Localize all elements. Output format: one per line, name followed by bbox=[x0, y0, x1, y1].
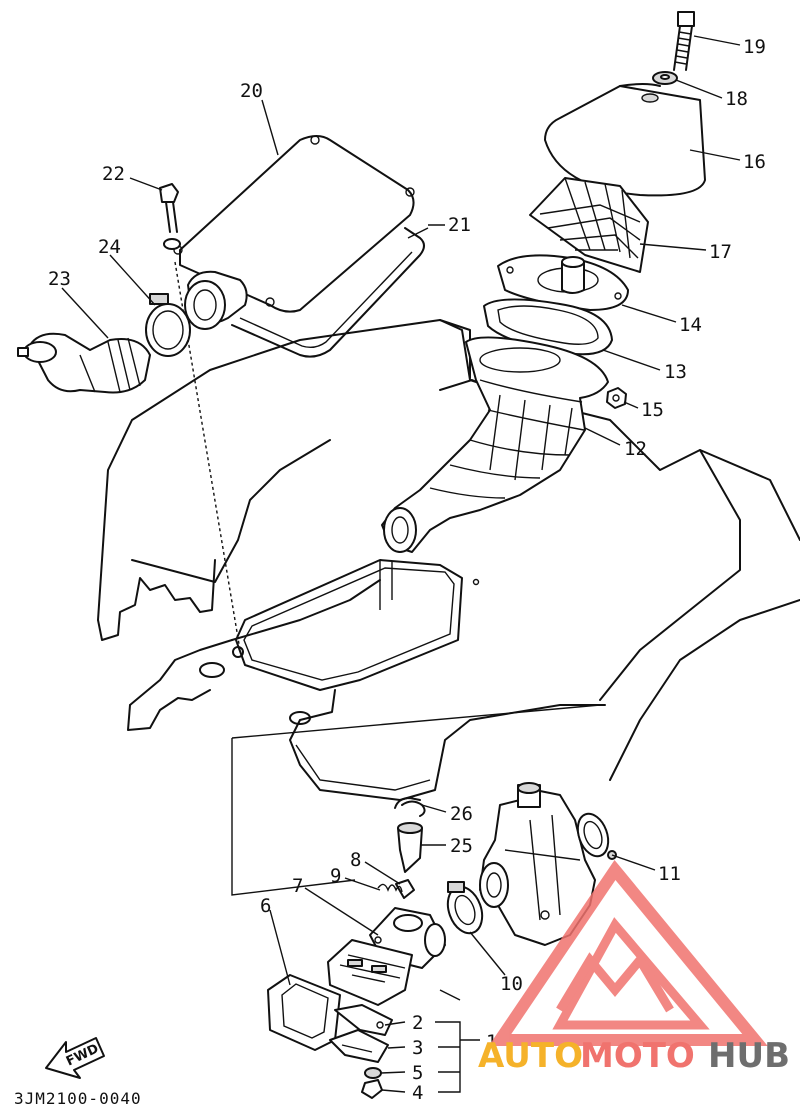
part-25-cap bbox=[397, 822, 423, 873]
callout-15: 15 bbox=[641, 399, 664, 421]
callout-22: 22 bbox=[102, 163, 125, 185]
callout-5: 5 bbox=[412, 1062, 423, 1084]
callout-3: 3 bbox=[412, 1037, 423, 1059]
callout-21: 21 bbox=[448, 214, 471, 236]
watermark-logo bbox=[488, 859, 768, 1046]
drawing-code: 3JM2100-0040 bbox=[14, 1089, 142, 1108]
part-14-flange-plate bbox=[497, 254, 629, 311]
carburetor bbox=[479, 782, 596, 946]
callout-18: 18 bbox=[725, 88, 748, 110]
callout-26: 26 bbox=[450, 803, 473, 825]
callout-17: 17 bbox=[709, 241, 732, 263]
reference-lines bbox=[174, 261, 601, 1001]
callout-16: 16 bbox=[743, 151, 766, 173]
callout-25: 25 bbox=[450, 835, 473, 857]
callout-7: 7 bbox=[292, 875, 303, 897]
callout-4: 4 bbox=[412, 1082, 423, 1104]
part-2-plate bbox=[334, 1004, 393, 1036]
part-18-washer bbox=[652, 71, 678, 85]
callout-12: 12 bbox=[624, 438, 647, 460]
callout-20: 20 bbox=[240, 80, 263, 102]
watermark-wordmark: AUTO MOTO HUB bbox=[478, 1036, 790, 1076]
part-24-clamp bbox=[145, 293, 191, 357]
watermark-triangle-outer bbox=[488, 859, 768, 1046]
part-26-clip bbox=[394, 797, 426, 817]
part-20-airbox-cover bbox=[173, 135, 415, 330]
part-23-intake-boot bbox=[17, 332, 151, 394]
part-19-bolt bbox=[673, 11, 695, 71]
callout-6: 6 bbox=[260, 895, 271, 917]
part-12-intake-duct bbox=[381, 336, 609, 553]
watermark-auto: AUTO bbox=[478, 1036, 583, 1076]
part-9-spring bbox=[377, 883, 403, 893]
part-17-mesh-cage bbox=[529, 177, 649, 273]
callout-11: 11 bbox=[658, 863, 681, 885]
body-frame bbox=[97, 319, 800, 801]
callout-numbers: 19 18 16 17 14 13 15 12 20 21 22 24 23 2… bbox=[48, 36, 766, 1104]
callout-10: 10 bbox=[500, 973, 523, 995]
part-22-screw bbox=[159, 183, 181, 250]
watermark-m-mark bbox=[556, 952, 674, 1013]
callout-23: 23 bbox=[48, 268, 71, 290]
watermark-hub: HUB bbox=[708, 1036, 790, 1076]
part-11-clamp bbox=[576, 812, 617, 860]
callout-13: 13 bbox=[664, 361, 687, 383]
reed-valve-block bbox=[327, 939, 413, 1006]
watermark-moto: MOTO bbox=[580, 1036, 695, 1076]
part-15-nut bbox=[606, 387, 627, 409]
part-5-washer bbox=[364, 1067, 382, 1079]
callout-14: 14 bbox=[679, 314, 702, 336]
callout-19: 19 bbox=[743, 36, 766, 58]
part-10-clamp bbox=[446, 881, 484, 935]
part-6-gasket bbox=[267, 974, 341, 1051]
part-21-seal-gasket bbox=[231, 227, 425, 358]
callout-8: 8 bbox=[350, 849, 361, 871]
callout-9: 9 bbox=[330, 865, 341, 887]
callout-24: 24 bbox=[98, 236, 121, 258]
part-8-screw bbox=[395, 879, 415, 899]
part-4-screw bbox=[361, 1079, 383, 1099]
watermark-triangle-inner bbox=[552, 917, 710, 1030]
part-3-stopper bbox=[329, 1029, 389, 1063]
leader-lines bbox=[61, 35, 741, 1093]
callout-2: 2 bbox=[412, 1012, 423, 1034]
fwd-arrow: FWD bbox=[45, 1037, 105, 1079]
